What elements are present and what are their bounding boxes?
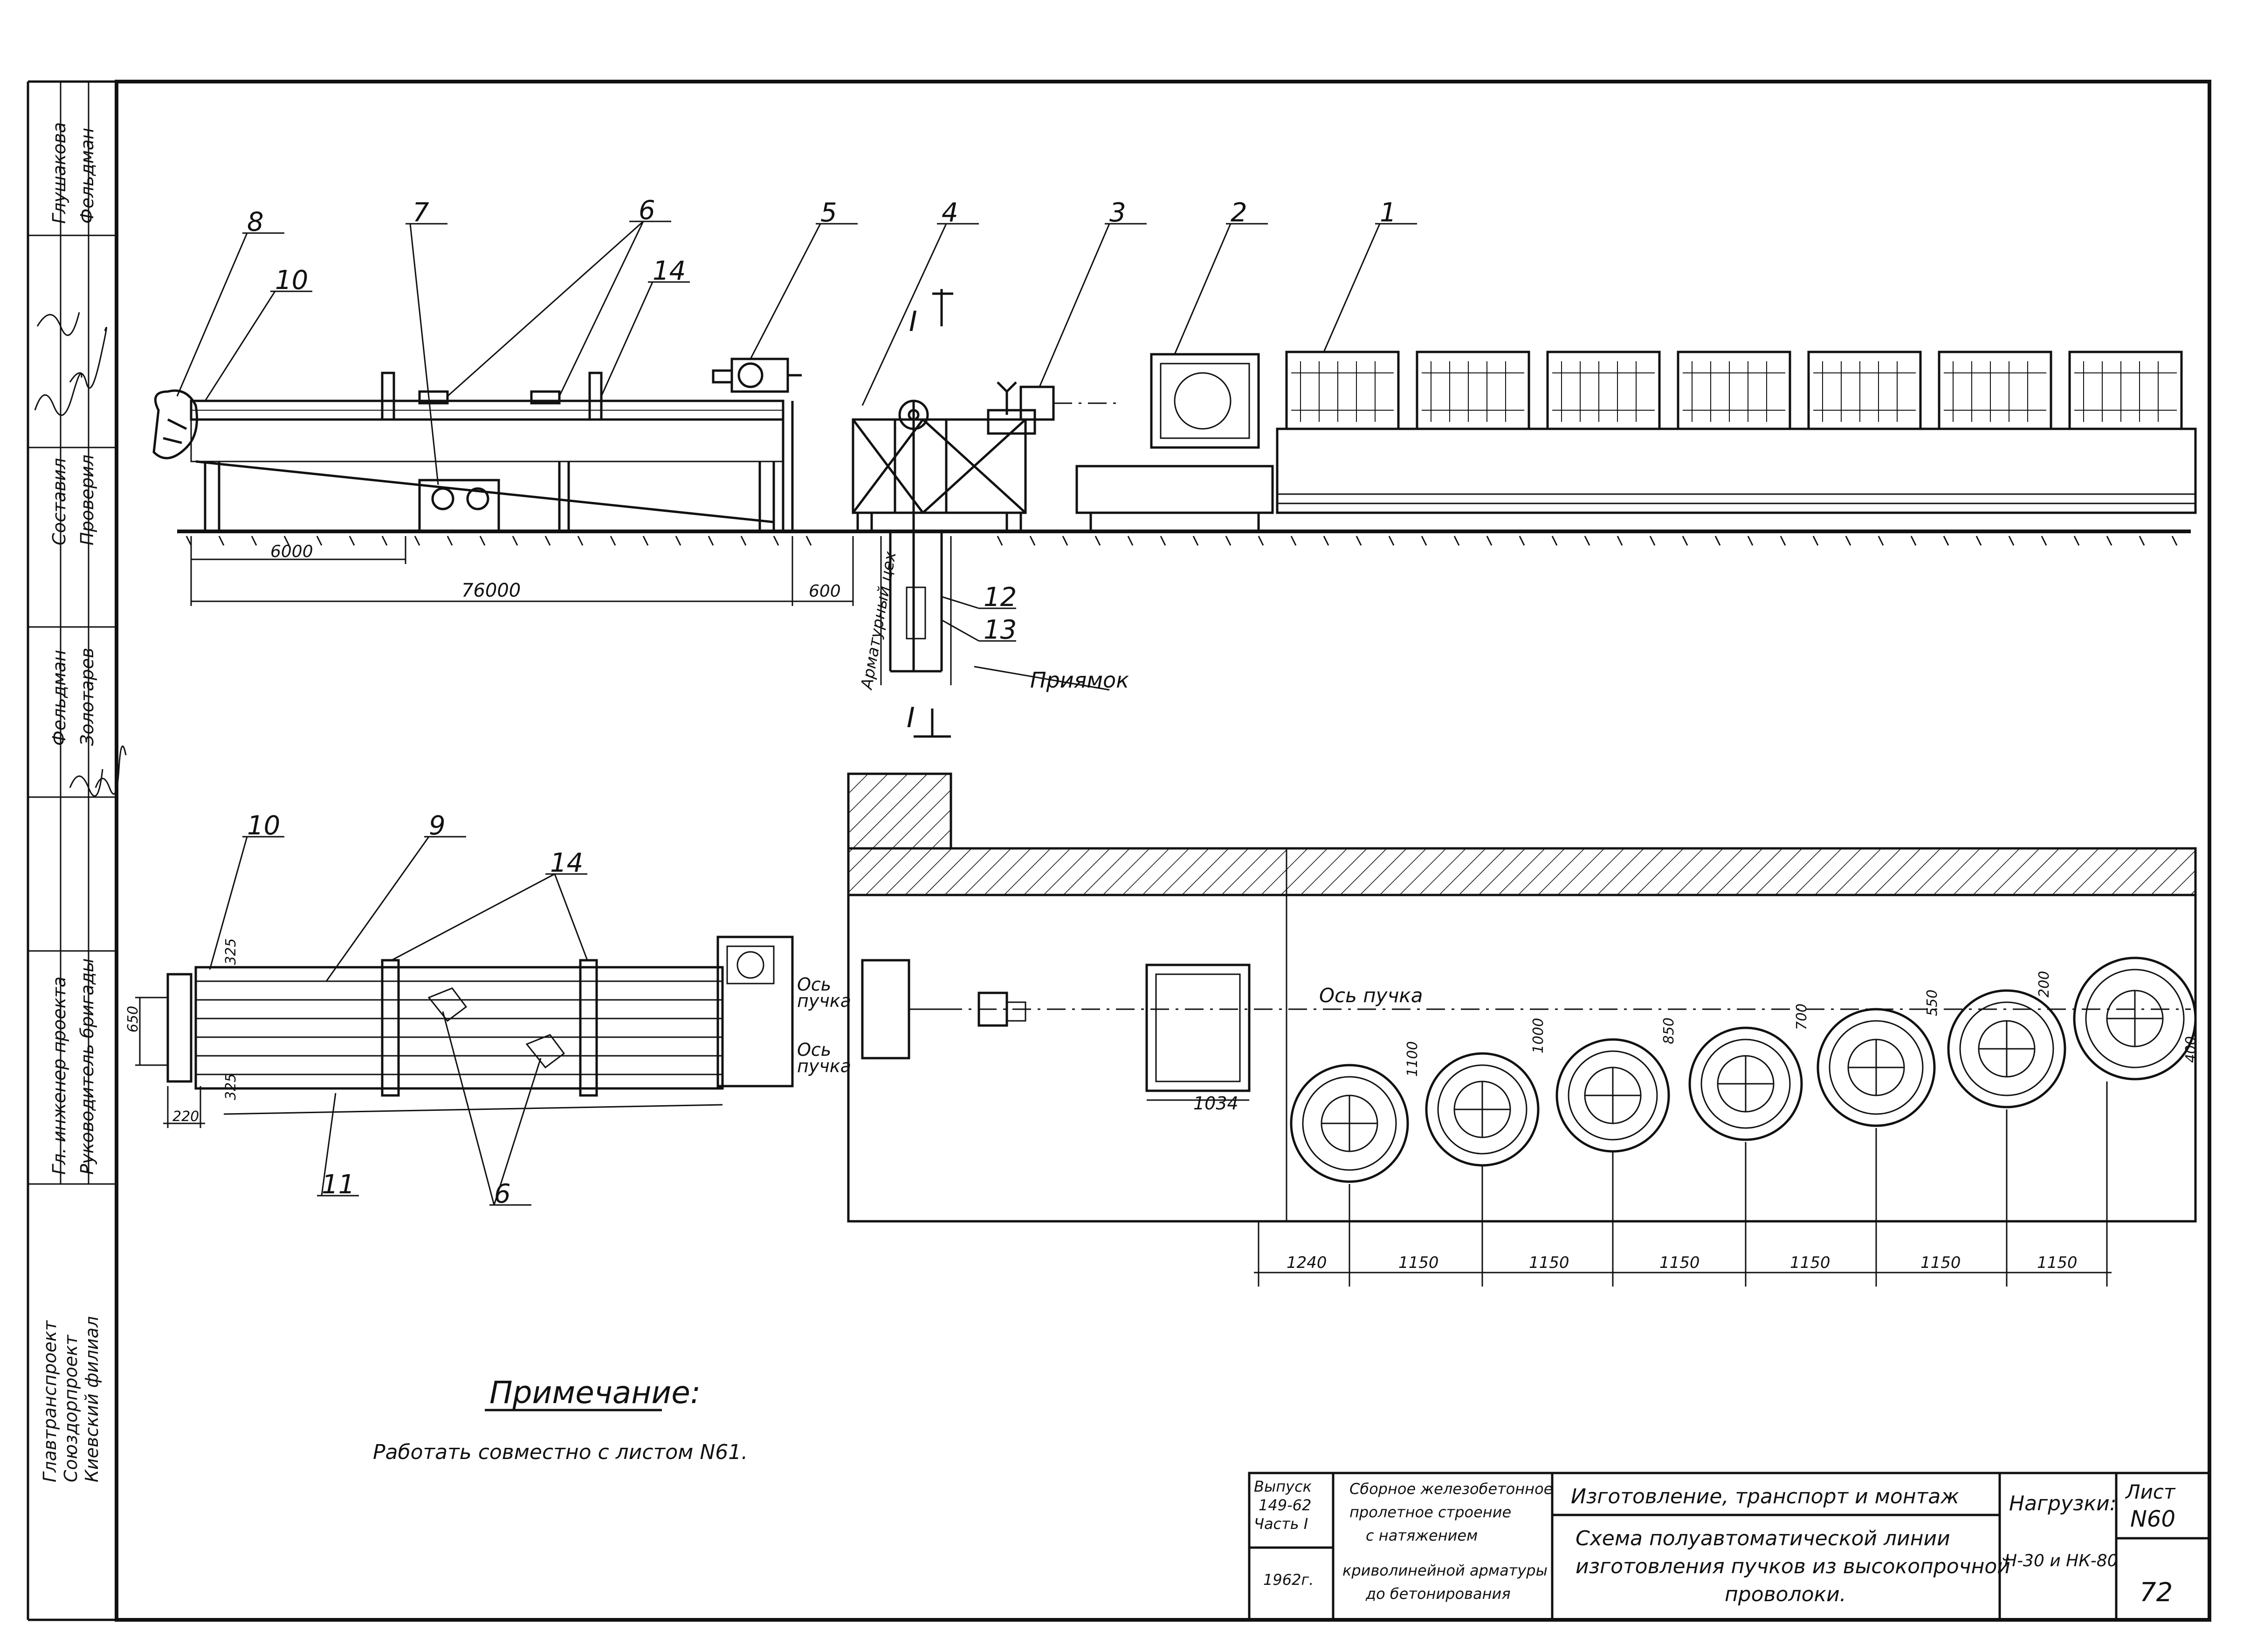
stamp-name-1: Фельдман [49,650,69,746]
callout-9: 9 [429,811,446,841]
callout-10-bottom: 10 [247,811,280,841]
callout-11: 11 [322,1170,355,1200]
reel-cages [1285,351,2183,430]
callout-3: 3 [1109,198,1126,228]
winch [997,381,1119,421]
note-text: Работать совместно с листом N61. [373,1440,748,1464]
spacing-1: 1240 [1287,1253,1327,1272]
dim-650-left: 650 [125,1006,141,1032]
callout-4: 4 [942,198,958,228]
spacing-5: 1150 [1790,1253,1830,1272]
axis-label-a2: пучка [797,991,851,1011]
issue-3: Часть I [1254,1515,1308,1533]
callout-13: 13 [984,615,1017,645]
dim-1034: 1034 [1193,1093,1239,1114]
callout-7: 7 [413,198,429,228]
issue-2: 149-62 [1259,1496,1311,1514]
axis-label-b1: Ось [797,1039,831,1060]
spacing-4: 1150 [1659,1253,1700,1272]
issue-year: 1962г. [1263,1571,1314,1589]
spacing-6: 1150 [1920,1253,1961,1272]
sheet-title-3: проволоки. [1725,1583,1846,1606]
spacing-3: 1150 [1529,1253,1569,1272]
plan-equipment [861,959,1251,1101]
title-block [1248,1472,2211,1621]
dim-325-bottom: 325 [223,1074,239,1100]
reel-diameter-1: 1100 [1404,1041,1421,1077]
stamp-name-3: Глушакова [49,122,69,224]
subject: Изготовление, транспорт и монтаж [1571,1485,1959,1508]
tensioning-tower [852,399,1036,671]
callout-12: 12 [984,582,1017,613]
reel-diameter-5: 550 [1924,990,1940,1016]
signature [69,327,107,797]
reel-diameter-7: 200 [2036,971,2052,998]
stamp-role-2: Руководитель бригады [77,958,97,1175]
sheet-number: N60 [2130,1506,2175,1532]
sheet-title-2: изготовления пучков из высокопрочной [1576,1555,2010,1578]
reel-bed [1276,427,2197,514]
callout-5: 5 [820,198,837,228]
stamp-name-2: Золотарев [77,648,97,746]
spacing-2: 1150 [1398,1253,1439,1272]
stamp-role-1: Гл. инженер проекта [49,977,69,1175]
bench-plan [166,936,794,1115]
ground-hatch [186,536,2178,546]
stamp-org-2: Союздорпроект [61,1334,81,1482]
callout-8: 8 [247,207,264,237]
issue-1: Выпуск [1254,1478,1312,1495]
structure-2: пролетное строение [1349,1503,1511,1521]
axis-label-b2: пучка [797,1056,851,1076]
callout-14-bottom: 14 [550,848,583,878]
loads-label: Нагрузки: [2009,1492,2117,1515]
callout-1: 1 [1380,198,1397,228]
sheet-title-1: Схема полуавтоматической линии [1576,1527,1950,1550]
page-number: 72 [2140,1577,2173,1608]
wire-reels [1290,957,2197,1183]
stamp-name-4: Фельдман [77,128,97,224]
dim-76000: 76000 [461,580,521,601]
signature [95,745,127,795]
dim-600: 600 [809,582,841,601]
signature [34,312,83,416]
grip-device [152,389,198,460]
callout-2: 2 [1231,198,1247,228]
pit [880,531,952,685]
reel-diameter-3: 850 [1661,1018,1677,1044]
structure-1: Сборное железобетонное [1349,1480,1553,1498]
dim-325-top: 325 [223,938,239,965]
section-mark-bottom: I [907,702,915,734]
reel-diameter-4: 700 [1794,1004,1810,1030]
sheet-frame [115,80,2211,1622]
straightening-bench [190,372,794,533]
reel-diameter-6: 400 [2183,1036,2199,1063]
section-mark-top: I [909,305,917,338]
dim-220: 220 [172,1108,199,1125]
reel-housing [1075,353,1274,531]
shop-wall [847,772,2197,896]
stamp-role-3: Составил [49,458,69,545]
drive-motor [712,358,802,393]
callout-6-top: 6 [639,195,655,226]
axis-label-a1: Ось [797,974,831,995]
structure-4: криволинейной арматуры [1342,1562,1548,1579]
callout-10-top: 10 [275,265,308,296]
spacing-7: 1150 [2037,1253,2078,1272]
structure-3: с натяжением [1366,1527,1478,1544]
callout-14-top: 14 [653,256,686,286]
stamp-org-3: Киевский филиал [82,1316,102,1482]
reel-diameter-2: 1000 [1530,1018,1547,1053]
loads-value: Н-30 и НК-80 [2004,1551,2118,1570]
stamp-role-4: Проверил [77,454,97,545]
pit-label: Приямок [1030,668,1129,693]
dim-6000: 6000 [270,542,313,561]
note-title: Примечание: [489,1375,701,1411]
shop-floor [847,894,2197,1223]
stamp-org-1: Главтранспроект [40,1320,60,1482]
structure-5: до бетонирования [1365,1585,1511,1603]
sheet-label: Лист [2125,1480,2176,1503]
axis-label: Ось пучка [1319,984,1423,1007]
